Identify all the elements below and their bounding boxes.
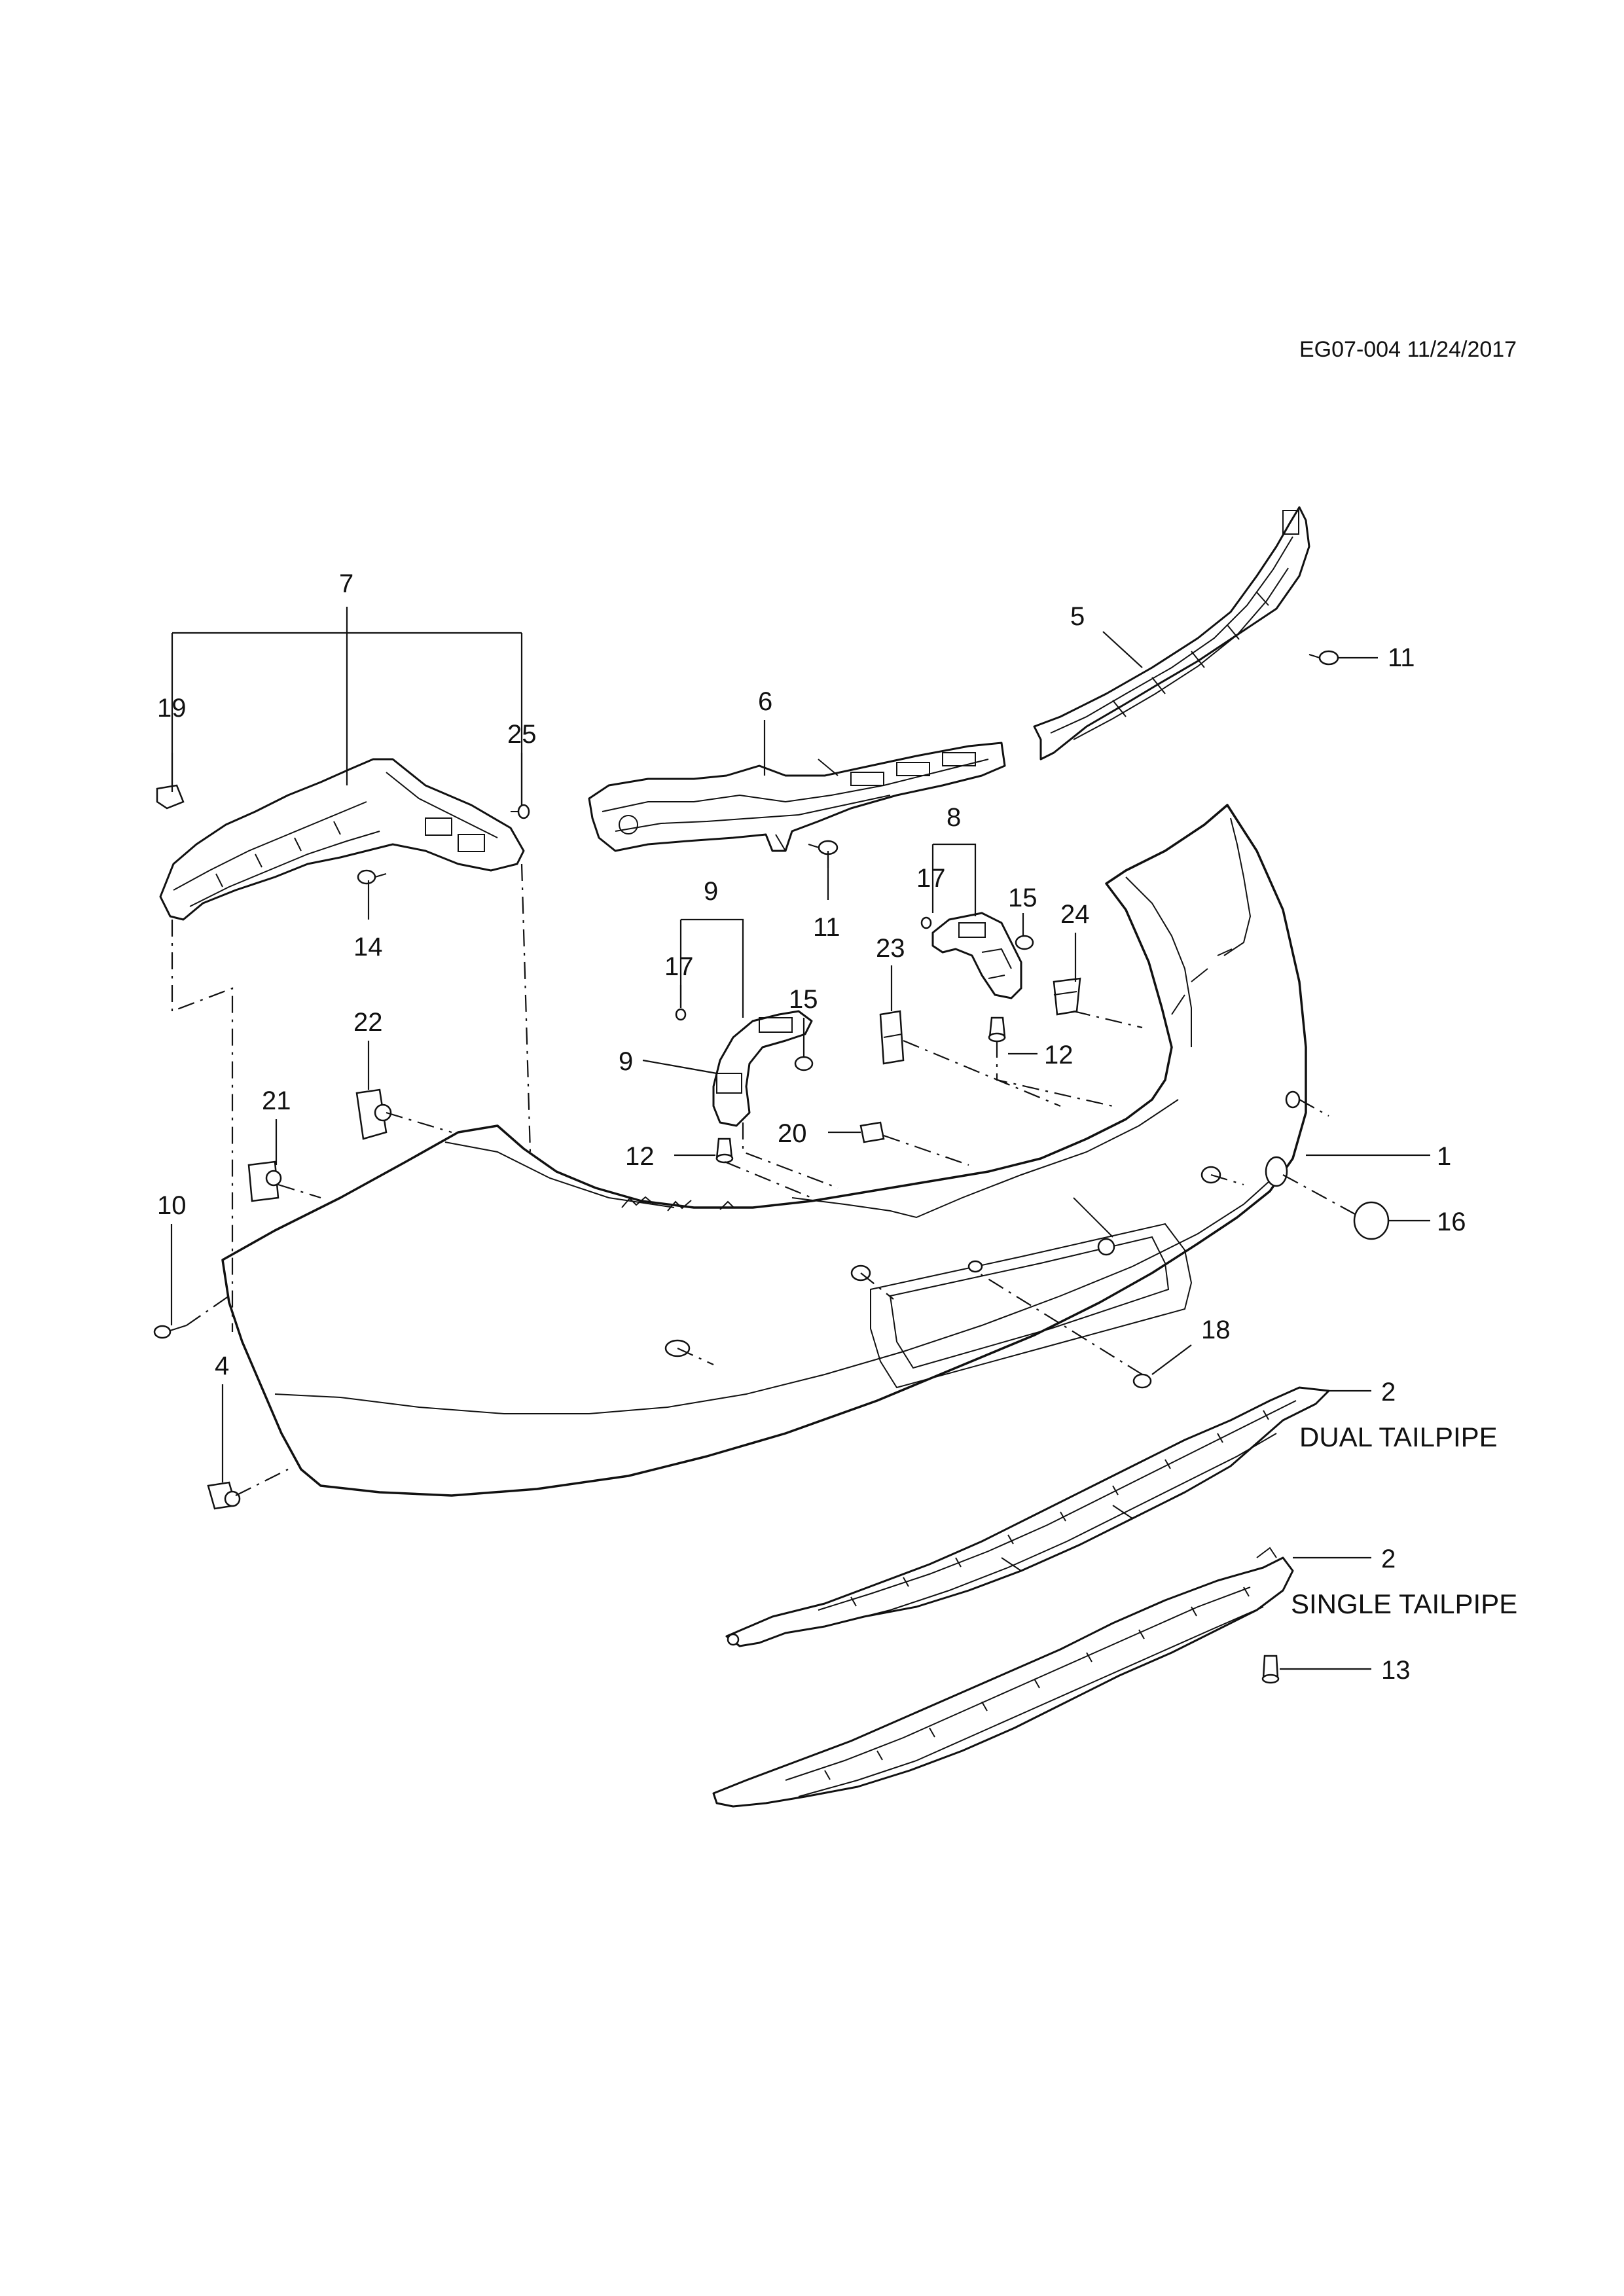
callout-6: 6 (758, 687, 772, 716)
part-8-guide-bracket (931, 912, 1022, 999)
clip-21 (247, 1160, 282, 1202)
part-6-center-bracket (588, 742, 1006, 852)
callout-13: 13 (1381, 1656, 1411, 1685)
callout-12-right: 12 (1044, 1041, 1074, 1069)
part-7-side-bracket (159, 758, 525, 921)
fastener-15-right (1015, 935, 1034, 950)
callout-10: 10 (157, 1191, 187, 1220)
bolt-12-left (715, 1138, 734, 1164)
callout-24: 24 (1060, 900, 1090, 929)
callout-21: 21 (262, 1086, 291, 1115)
callout-2-dual: 2 (1381, 1378, 1396, 1407)
clip-20 (859, 1121, 885, 1143)
screw-10 (153, 1325, 187, 1339)
callout-18: 18 (1201, 1316, 1231, 1344)
callout-15-left: 15 (789, 985, 818, 1014)
leader-lines (170, 607, 1430, 1670)
assembly-lines (171, 851, 1356, 1496)
clip-4 (207, 1481, 241, 1510)
cap-16 (1353, 1201, 1390, 1240)
callout-11-lower: 11 (813, 913, 840, 942)
bolt-12-right (988, 1016, 1006, 1043)
clip-19 (156, 784, 185, 810)
part-5-reinforcement-bracket (1033, 506, 1310, 761)
callout-15-right: 15 (1008, 884, 1038, 912)
callout-17-right: 17 (916, 864, 946, 893)
clip-24 (1053, 977, 1081, 1016)
bolt-13 (1261, 1655, 1280, 1684)
part-9-guide-bracket (712, 1010, 813, 1127)
callout-9-side: 9 (619, 1047, 633, 1076)
callout-9-top: 9 (704, 877, 718, 906)
callout-14: 14 (353, 933, 383, 961)
callout-2-single: 2 (1381, 1545, 1396, 1573)
callout-5: 5 (1070, 602, 1085, 631)
pin-25 (511, 804, 530, 819)
callout-11-upper: 11 (1388, 643, 1415, 672)
callout-8: 8 (947, 803, 961, 832)
callout-25: 25 (507, 720, 537, 749)
fastener-11-upper (1308, 650, 1339, 666)
callout-17-left: 17 (664, 952, 694, 981)
callout-1: 1 (1437, 1142, 1451, 1171)
single-tailpipe-label: SINGLE TAILPIPE (1291, 1588, 1517, 1619)
dual-tailpipe-label: DUAL TAILPIPE (1299, 1422, 1498, 1452)
callout-22: 22 (353, 1008, 383, 1037)
callout-23: 23 (876, 934, 905, 963)
clip-22 (355, 1088, 392, 1140)
fastener-18 (1132, 1373, 1152, 1389)
fastener-14 (357, 869, 387, 885)
part-2-dual-tailpipe-trim (725, 1386, 1330, 1647)
callout-20: 20 (778, 1119, 807, 1148)
pin-17-left (675, 1008, 687, 1021)
part-1-bumper-fascia (221, 804, 1307, 1497)
pin-17-right (920, 916, 932, 929)
callout-4: 4 (215, 1352, 229, 1380)
callout-19: 19 (157, 694, 187, 723)
part-2-single-tailpipe-trim (712, 1547, 1294, 1808)
clip-23 (879, 1010, 905, 1065)
fastener-15-left (794, 1056, 814, 1071)
callout-16: 16 (1437, 1208, 1466, 1236)
callout-labels: 7 19 25 14 6 5 11 11 8 17 15 24 9 17 15 … (157, 569, 1517, 1685)
fastener-11-lower (808, 840, 839, 855)
callout-12-left: 12 (625, 1142, 655, 1171)
callout-7: 7 (339, 569, 353, 598)
reference-code: EG07-004 11/24/2017 (1299, 337, 1517, 362)
